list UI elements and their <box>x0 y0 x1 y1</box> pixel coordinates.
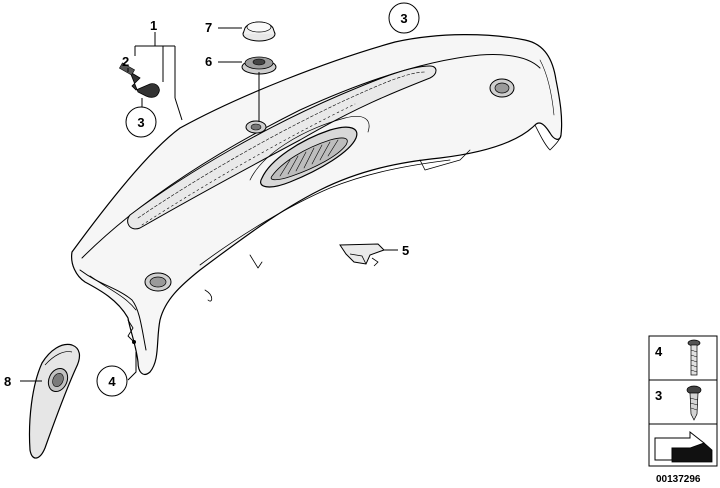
key-part-icon <box>119 62 160 98</box>
callout-6: 6 <box>205 54 212 69</box>
legend-label-4: 4 <box>655 344 663 359</box>
callout-7: 7 <box>205 20 212 35</box>
dashboard-panel <box>71 34 563 375</box>
screw-icon <box>686 385 702 421</box>
leader-line-4 <box>127 352 137 381</box>
cap-part-7-icon <box>242 21 276 42</box>
callout-5: 5 <box>402 243 409 258</box>
circled-callout-4: 4 <box>96 365 128 397</box>
clip-part-5-icon <box>339 243 385 267</box>
arrow-icon <box>654 430 713 463</box>
callout-2: 2 <box>122 54 129 69</box>
callout-8: 8 <box>4 374 11 389</box>
callout-1: 1 <box>150 18 157 33</box>
circled-callout-3-key: 3 <box>125 106 157 138</box>
fastener-legend: 4 3 <box>648 335 718 467</box>
screw-icon <box>687 339 701 376</box>
circled-callout-3-main-label: 3 <box>400 11 407 26</box>
circled-callout-4-label: 4 <box>108 374 116 389</box>
legend-label-3: 3 <box>655 388 662 403</box>
grommet-part-6-icon <box>241 56 277 75</box>
side-trim-part-8-icon <box>28 343 81 459</box>
diagram-id: 00137296 <box>656 474 701 485</box>
circled-callout-3-main: 3 <box>388 2 420 34</box>
circled-callout-3-key-label: 3 <box>137 115 144 130</box>
